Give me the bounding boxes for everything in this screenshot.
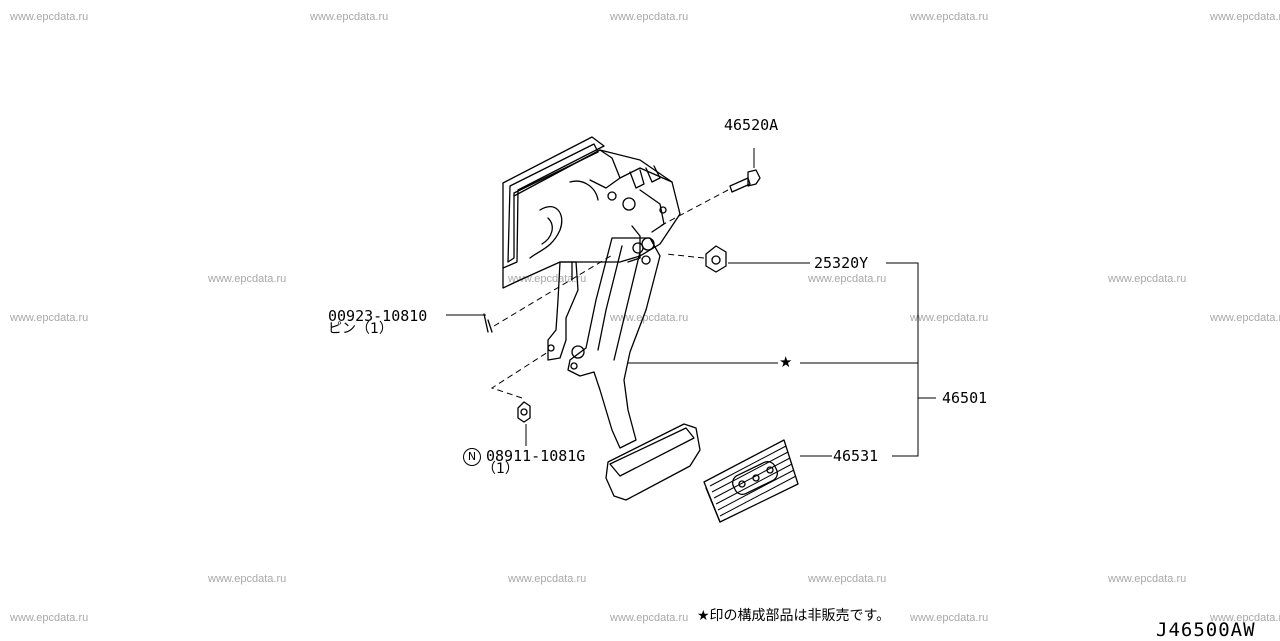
star-marker-icon: ★ (779, 353, 793, 371)
watermark: www.epcdata.ru (808, 273, 887, 285)
watermark: www.epcdata.ru (910, 312, 989, 324)
watermark: www.epcdata.ru (808, 573, 887, 585)
pedal-arm (567, 237, 661, 449)
watermark: www.epcdata.ru (910, 612, 989, 624)
part-label-46531: 46531 (833, 447, 879, 465)
watermark: www.epcdata.ru (1108, 573, 1187, 585)
pedal-bracket (502, 136, 681, 361)
nut-25320Y (665, 245, 810, 273)
watermark: www.epcdata.ru (1108, 273, 1187, 285)
part-label-08911-1081G: 08911-1081G (486, 447, 586, 465)
pedal-pad-part (703, 439, 799, 523)
watermark: www.epcdata.ru (10, 11, 89, 23)
watermark: www.epcdata.ru (310, 11, 389, 23)
watermark: www.epcdata.ru (610, 11, 689, 23)
bolt-46520A (659, 148, 761, 227)
watermark: www.epcdata.ru (208, 273, 287, 285)
leader-lines (628, 262, 936, 457)
watermark: www.epcdata.ru (508, 573, 587, 585)
watermark: www.epcdata.ru (1210, 612, 1280, 624)
watermark: www.epcdata.ru (208, 573, 287, 585)
part-label-46520A: 46520A (724, 116, 779, 134)
watermark: www.epcdata.ru (1210, 11, 1280, 23)
part-label-25320Y: 25320Y (814, 254, 869, 272)
pin-00923-10810 (446, 253, 615, 333)
watermark: www.epcdata.ru (910, 11, 989, 23)
part-label-00923-10810: 00923-10810 (328, 307, 428, 325)
watermark: www.epcdata.ru (610, 612, 689, 624)
n-symbol-icon: N (463, 448, 481, 466)
footnote: ★印の構成部品は非販売です。 (697, 608, 891, 624)
part-label-46501: 46501 (942, 389, 988, 407)
watermark: www.epcdata.ru (610, 312, 689, 324)
part-note-nut-lower: （1） (482, 461, 519, 477)
pedal-pad-installed (605, 423, 701, 501)
diagram-code: J46500AW (1156, 619, 1256, 641)
watermark: www.epcdata.ru (10, 312, 89, 324)
part-note-pin: ピン（1） (328, 321, 393, 337)
watermark: www.epcdata.ru (1210, 312, 1280, 324)
watermark: www.epcdata.ru (10, 612, 89, 624)
nut-08911-1081G (490, 351, 549, 446)
